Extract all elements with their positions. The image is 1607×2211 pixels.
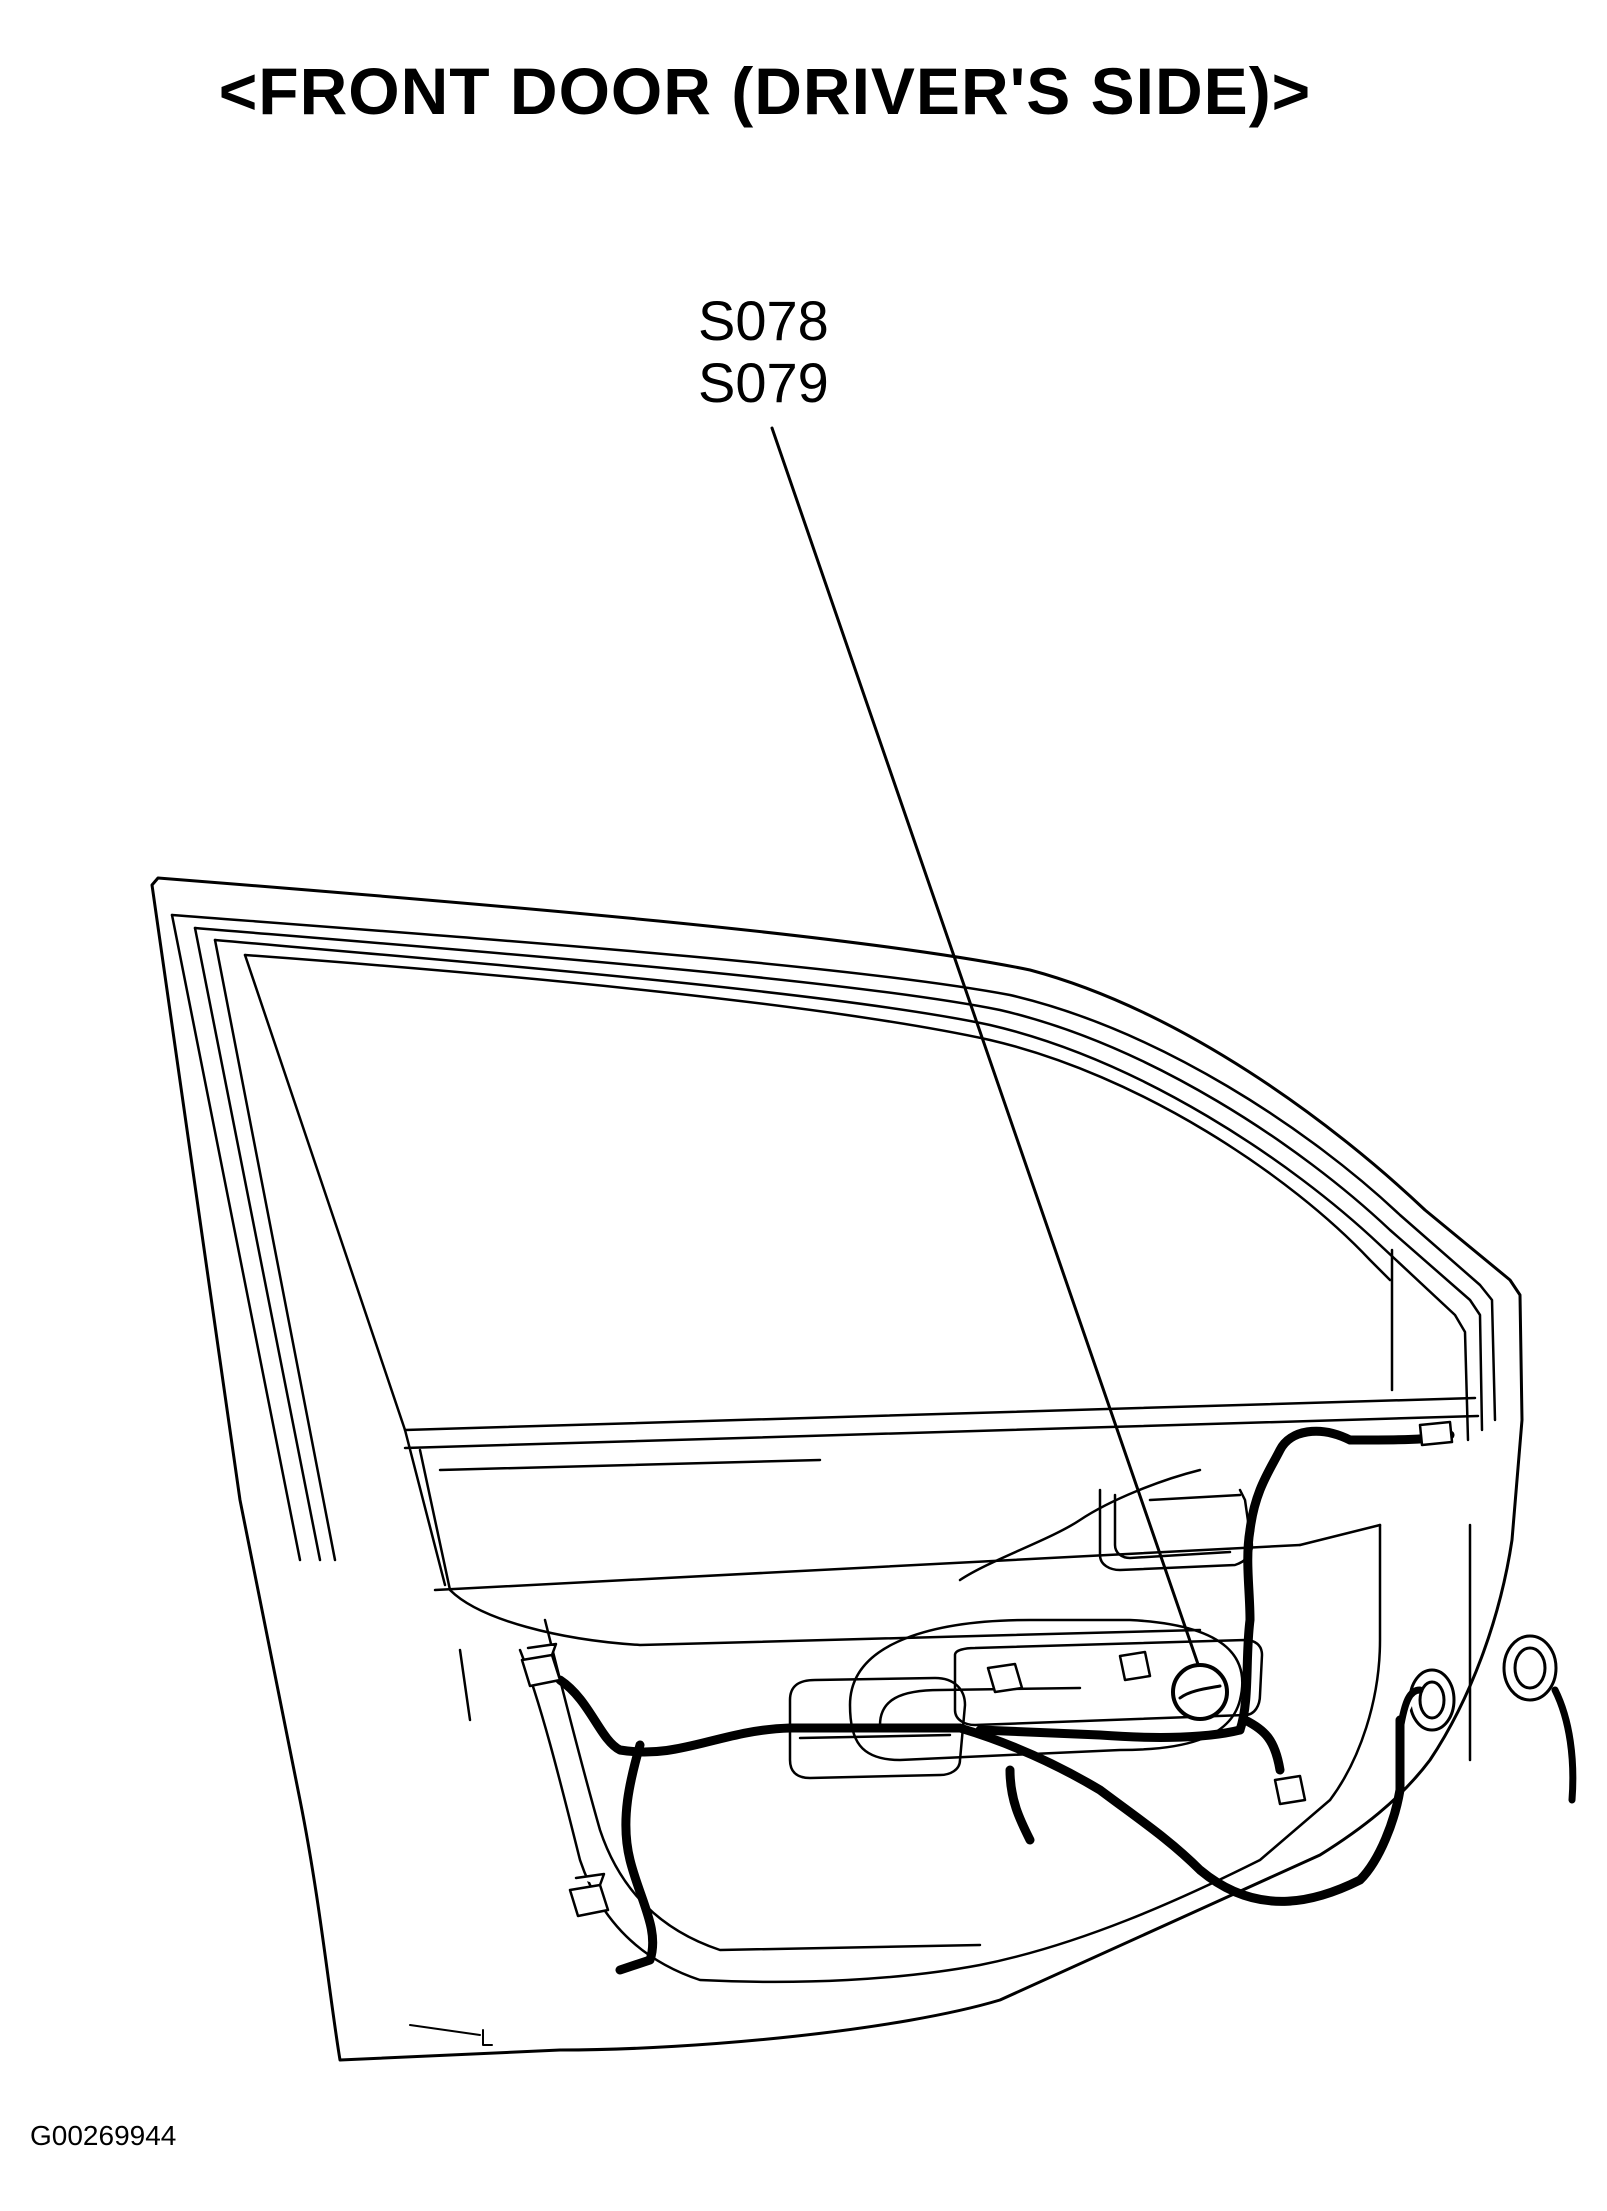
connector-switch-left: [986, 1662, 1024, 1694]
harness-grommets: [1396, 1634, 1577, 1804]
splice-location-marker: [770, 426, 1229, 1721]
wiring-harness: [555, 1426, 1455, 1975]
connector-upper-right: [1418, 1420, 1454, 1447]
figure-id: G00269944: [30, 2120, 177, 2151]
door-trim-panel: [403, 1396, 1480, 1984]
splice-callout-label: S078 S079: [698, 290, 829, 414]
door-lower-details: [409, 2024, 493, 2046]
connector-switch-right: [1118, 1650, 1152, 1682]
window-frame: [170, 913, 1497, 1562]
door-outer-frame: [150, 876, 1524, 2062]
connector-lower-right: [1273, 1774, 1307, 1806]
splice-label-s079: S079: [698, 351, 829, 414]
inner-door-handle: [1098, 1488, 1254, 1572]
diagram-title: <FRONT DOOR (DRIVER'S SIDE)>: [218, 54, 1312, 128]
harness-connectors: [520, 1420, 1454, 1918]
switch-panel: [953, 1638, 1264, 1727]
connector-upper-left: [520, 1642, 562, 1688]
door-pull-pocket: [788, 1676, 967, 1780]
connector-lower-left: [568, 1872, 610, 1918]
splice-label-s078: S078: [698, 289, 829, 352]
